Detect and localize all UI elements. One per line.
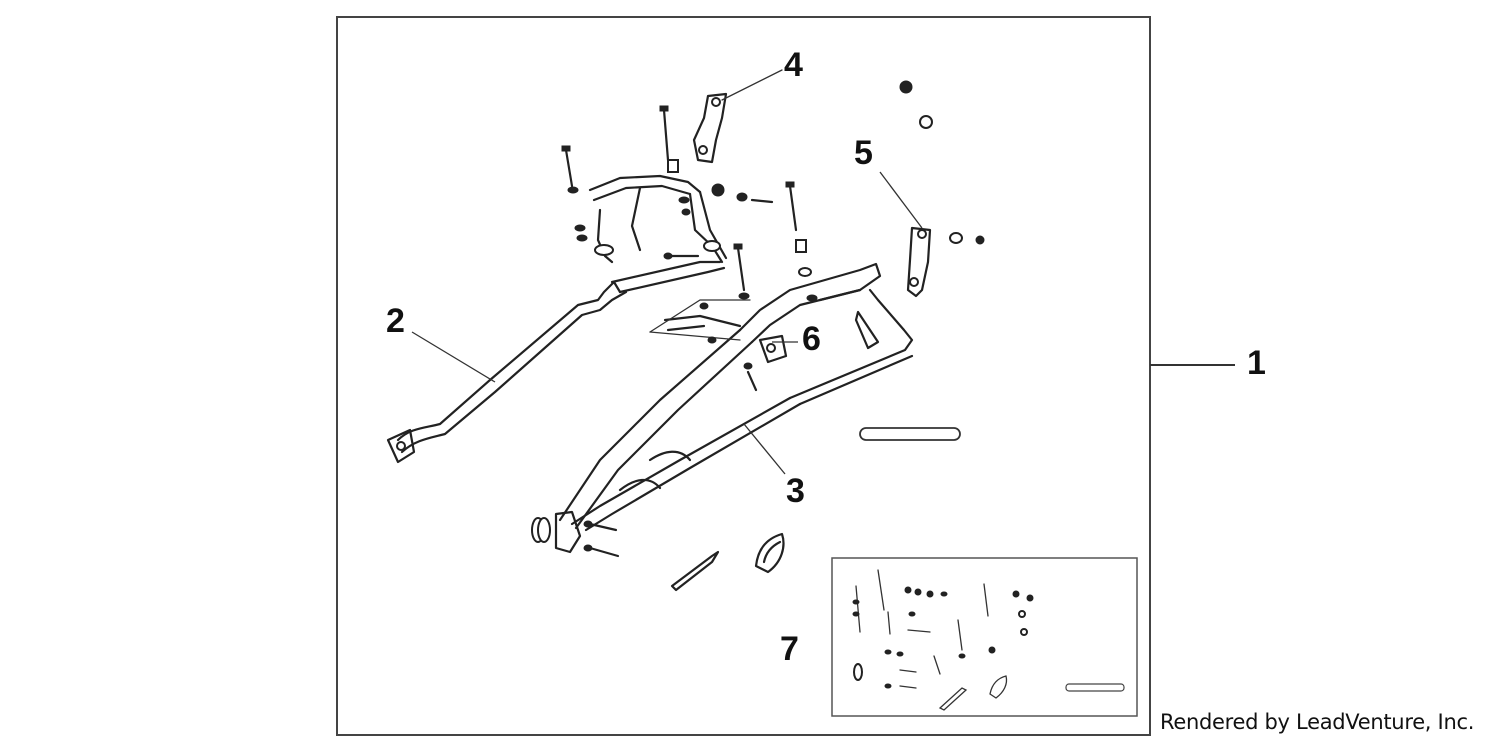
callout-6: 6 — [802, 320, 821, 358]
upper-bracket-assembly — [561, 105, 774, 264]
leader-line-3 — [743, 423, 786, 475]
label-strip — [859, 427, 961, 441]
part-7-hardware-kit — [831, 557, 1138, 717]
callout-2: 2 — [386, 302, 405, 340]
leader-line-2 — [411, 331, 496, 383]
part-5-bracket — [899, 80, 985, 298]
part-4-bracket — [692, 69, 783, 164]
callout-3: 3 — [786, 472, 805, 510]
render-credit: Rendered by LeadVenture, Inc. — [1160, 710, 1475, 734]
callout-4: 4 — [784, 46, 803, 84]
callout-5: 5 — [854, 134, 873, 172]
part-2-rear-bar — [386, 260, 726, 464]
cable-tie — [670, 550, 720, 592]
callout-7: 7 — [780, 630, 799, 668]
diagram-frame — [336, 16, 1151, 736]
leader-line-5 — [879, 171, 923, 229]
callout-1: 1 — [1247, 344, 1266, 382]
grommet — [754, 532, 785, 574]
part-6-bracket — [758, 334, 788, 364]
part-3-main-frame — [531, 181, 914, 558]
